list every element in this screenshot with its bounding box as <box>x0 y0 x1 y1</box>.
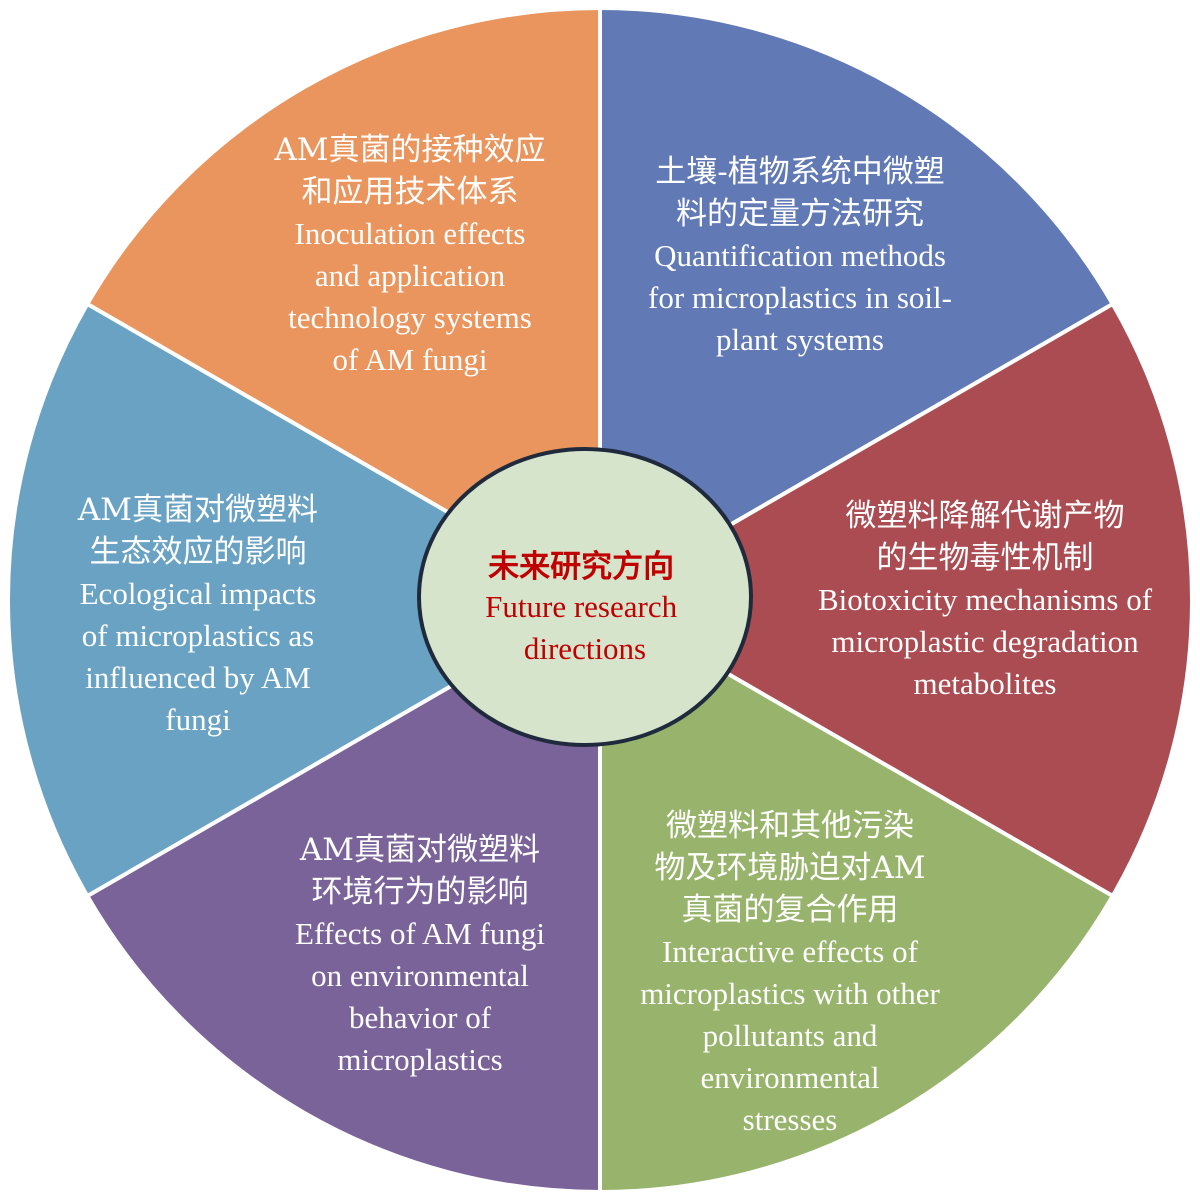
segment-label-line: Inoculation effects <box>295 216 526 251</box>
segment-label-line: environmental <box>700 1060 879 1095</box>
segment-label-biotoxicity: 微塑料降解代谢产物的生物毒性机制 Biotoxicity mechanisms o… <box>818 498 1153 701</box>
segments-layer: AM真菌的接种效应和应用技术体系 Inoculation effects and a… <box>6 5 1194 1195</box>
segment-wedge-inoculation <box>84 5 602 604</box>
segment-wedge-interactive <box>598 596 1116 1195</box>
segment-wedge-quantification <box>598 5 1116 604</box>
segment-environmental-behavior: AM真菌对微塑料环境行为的影响 Effects of AM fungi on env… <box>84 596 602 1195</box>
segment-label-line: of AM fungi <box>333 342 488 377</box>
segment-wedge-environmental-behavior <box>84 596 602 1195</box>
center-title-cn: 未来研究方向 <box>488 549 674 585</box>
center-label: 未来研究方向 Future research directions <box>485 549 685 666</box>
segment-quantification: 土壤-植物系统中微塑料的定量方法研究 Quantification methods… <box>598 5 1116 604</box>
segment-label-line: microplastics with other <box>640 976 940 1011</box>
segment-label-ecological-impacts: AM真菌对微塑料生态效应的影响 Ecological impacts of micr… <box>77 492 318 737</box>
segment-label-line: 真菌的复合作用 <box>682 892 899 928</box>
segment-interactive: 微塑料和其他污染物及环境胁迫对AM 真菌的复合作用 Interactive effe… <box>598 596 1116 1195</box>
center-hub: 未来研究方向 Future research directions <box>417 447 753 747</box>
segment-label-interactive: 微塑料和其他污染物及环境胁迫对AM 真菌的复合作用 Interactive effe… <box>640 808 940 1137</box>
segment-label-line: 生态效应的影响 <box>90 534 307 570</box>
segment-label-line: Biotoxicity mechanisms of <box>818 582 1153 617</box>
segment-label-line: 和应用技术体系 <box>302 174 519 210</box>
segment-biotoxicity: 微塑料降解代谢产物的生物毒性机制 Biotoxicity mechanisms o… <box>595 301 1194 899</box>
segment-label-line: stresses <box>743 1102 838 1137</box>
segment-label-line: on environmental <box>311 958 529 993</box>
segment-label-line: Quantification methods <box>654 238 946 273</box>
segment-label-line: influenced by AM <box>85 660 311 695</box>
segment-label-line: microplastic degradation <box>831 624 1139 659</box>
segment-label-line: Interactive effects of <box>662 934 919 969</box>
segment-label-line: 土壤-植物系统中微塑 <box>655 154 944 190</box>
segment-label-line: metabolites <box>914 666 1057 701</box>
segment-label-environmental-behavior: AM真菌对微塑料环境行为的影响 Effects of AM fungi on env… <box>295 832 545 1077</box>
segment-label-line: 环境行为的影响 <box>312 874 529 910</box>
segment-label-inoculation: AM真菌的接种效应和应用技术体系 Inoculation effects and a… <box>273 132 545 377</box>
segment-label-line: microplastics <box>337 1042 502 1077</box>
segment-wedge-biotoxicity <box>595 301 1194 899</box>
center-ellipse <box>417 447 753 747</box>
segment-label-line: AM真菌对微塑料 <box>299 832 540 868</box>
segment-label-line: AM真菌对微塑料 <box>77 492 318 528</box>
segment-label-line: 微塑料和其他污染 <box>666 808 914 844</box>
segment-inoculation: AM真菌的接种效应和应用技术体系 Inoculation effects and a… <box>84 5 602 604</box>
segment-label-line: Effects of AM fungi <box>295 916 545 951</box>
segment-label-line: 料的定量方法研究 <box>676 196 924 232</box>
segment-label-quantification: 土壤-植物系统中微塑料的定量方法研究 Quantification methods… <box>648 154 952 357</box>
segment-wedge-ecological-impacts <box>6 301 605 899</box>
segment-label-line: of microplastics as <box>82 618 314 653</box>
segment-label-line: plant systems <box>716 322 884 357</box>
segment-label-line: behavior of <box>349 1000 492 1035</box>
segment-label-line: 微塑料降解代谢产物 <box>846 498 1125 534</box>
segment-label-line: 物及环境胁迫对AM <box>654 850 925 886</box>
segment-label-line: Ecological impacts <box>80 576 317 611</box>
segment-label-line: and application <box>315 258 506 293</box>
center-title-en-line2: directions <box>524 631 646 666</box>
segment-label-line: fungi <box>165 702 231 737</box>
segment-label-line: AM真菌的接种效应 <box>273 132 545 168</box>
segment-label-line: pollutants and <box>703 1018 878 1053</box>
segment-label-line: 的生物毒性机制 <box>877 540 1094 576</box>
segment-label-line: technology systems <box>288 300 532 335</box>
center-title-en-line1: Future research <box>485 589 677 624</box>
segment-label-line: for microplastics in soil- <box>648 280 952 315</box>
